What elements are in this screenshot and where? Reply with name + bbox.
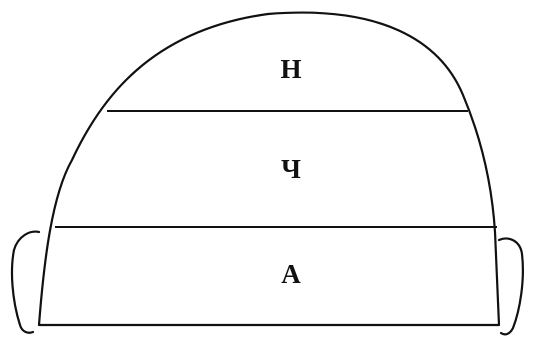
right-ear: [499, 239, 523, 335]
head-outline: [39, 13, 499, 325]
middle-zone-label: Ч: [281, 154, 301, 184]
lower-zone-label: А: [281, 259, 301, 289]
left-ear: [12, 232, 39, 333]
upper-zone-label: Н: [280, 54, 301, 84]
